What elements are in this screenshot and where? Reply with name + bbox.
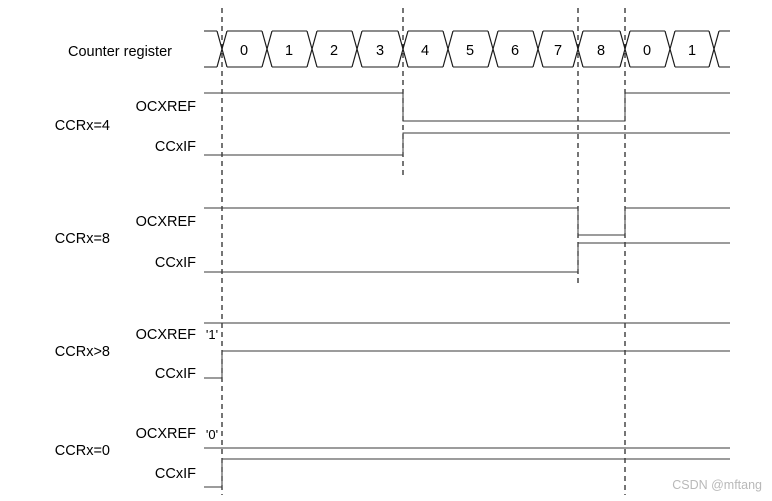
level-tag-ocxref-ccrx-gt-8: '1' [206,327,218,342]
transition-11 [708,30,720,68]
transition-5 [442,30,454,68]
row-label-ccrx-8: CCRx=8 [55,231,110,247]
transition-2 [306,30,318,68]
counter-value-5: 5 [466,43,474,59]
row-label-ccrx-gt-8: CCRx>8 [55,344,110,360]
counter-value-10: 1 [688,43,696,59]
signal-label-ccxif-ccrx-8: CCxIF [155,255,196,271]
signal-label-ocxref-ccrx-0: OCXREF [136,426,197,442]
marker-lines [221,8,626,495]
signal-label-ccxif-ccrx-0: CCxIF [155,466,196,482]
counter-value-7: 7 [554,43,562,59]
counter-value-6: 6 [511,43,519,59]
counter-value-4: 4 [421,43,429,59]
counter-value-8: 8 [597,43,605,59]
counter-value-9: 0 [643,43,651,59]
counter-register-waveform: 0 1 2 3 4 5 6 7 8 0 1 [204,30,730,68]
counter-cell-transitions [216,30,720,68]
waveform-ocxref-ccrx-4 [204,92,730,122]
waveform-ccxif-ccrx-gt-8 [204,350,730,379]
waveform-ccxif-ccrx-8 [204,242,730,273]
signal-label-ocxref-ccrx-gt-8: OCXREF [136,327,197,343]
row-ccrx-4: CCRx=4 OCXREF CCxIF [55,92,730,156]
counter-value-1: 1 [285,43,293,59]
level-tag-ocxref-ccrx-0: '0' [206,427,218,442]
counter-register-label: Counter register [68,44,172,60]
waveform-ccxif-ccrx-0 [204,458,730,488]
row-label-ccrx-0: CCRx=0 [55,443,110,459]
counter-value-3: 3 [376,43,384,59]
watermark-label: CSDN @mftang [672,478,762,492]
counter-value-0: 0 [240,43,248,59]
signal-label-ccxif-ccrx-4: CCxIF [155,139,196,155]
row-ccrx-0: CCRx=0 OCXREF CCxIF '0' [55,426,730,488]
signal-label-ocxref-ccrx-4: OCXREF [136,99,197,115]
transition-3 [351,30,363,68]
counter-value-2: 2 [330,43,338,59]
row-ccrx-8: CCRx=8 OCXREF CCxIF [55,207,730,273]
signal-label-ocxref-ccrx-8: OCXREF [136,214,197,230]
counter-cell-rails [227,30,730,68]
transition-8 [572,30,584,68]
transition-4 [397,30,409,68]
transition-9 [619,30,631,68]
signal-label-ccxif-ccrx-gt-8: CCxIF [155,366,196,382]
waveform-ccxif-ccrx-4 [204,132,730,156]
transition-10 [664,30,676,68]
transition-7 [532,30,544,68]
transition-0 [216,30,228,68]
row-label-ccrx-4: CCRx=4 [55,118,110,134]
row-ccrx-gt-8: CCRx>8 OCXREF CCxIF '1' [55,322,730,382]
transition-6 [487,30,499,68]
waveform-ocxref-ccrx-8 [204,207,730,236]
transition-1 [261,30,273,68]
